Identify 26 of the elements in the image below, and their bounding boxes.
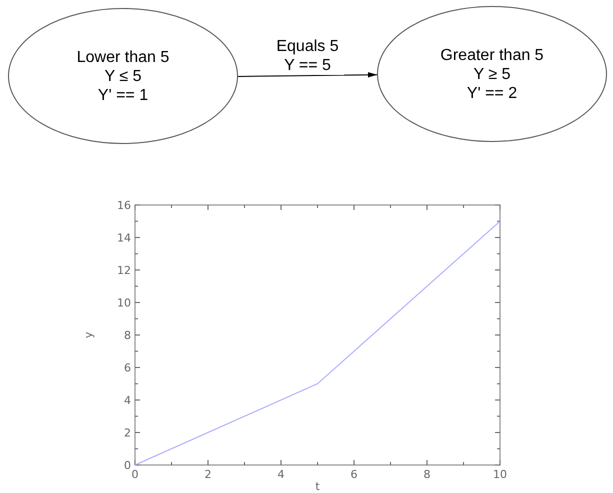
tick-label: 16 (117, 199, 131, 212)
tick-label: 10 (117, 296, 131, 310)
tick-label: 14 (117, 232, 131, 244)
tick-label: 12 (117, 264, 131, 277)
state-ellipse (377, 6, 607, 142)
arrow (238, 72, 378, 78)
tick-label: 6 (124, 362, 131, 374)
state-text: Lower than 5 (76, 48, 170, 66)
state-text: Y ≤ 5 (104, 66, 142, 86)
tick-label: 6 (350, 468, 358, 481)
state-text: Y ≥ 5 (474, 64, 510, 84)
tick-label: 2 (204, 468, 212, 481)
tick-label: 8 (424, 468, 430, 481)
tick-label: 4 (278, 468, 284, 481)
axis-title: t (315, 480, 320, 493)
state-text: Y' == 1 (98, 86, 148, 104)
tick-label: 10 (493, 468, 507, 481)
tick-label: 4 (124, 394, 131, 407)
state-ellipse (8, 8, 238, 144)
tick-label: 0 (132, 468, 138, 481)
tick-label: 8 (124, 329, 131, 342)
tick-label: 2 (124, 426, 131, 440)
state-text: Greater than 5 (440, 46, 544, 64)
state-text: Y' == 2 (466, 84, 518, 102)
axis-title: y (82, 332, 95, 338)
tick-label: 0 (124, 459, 131, 472)
